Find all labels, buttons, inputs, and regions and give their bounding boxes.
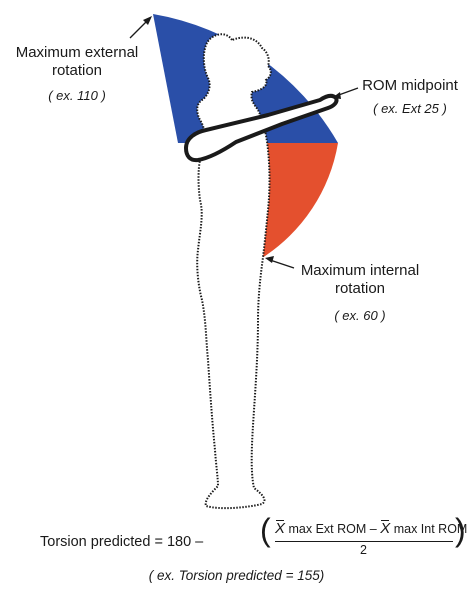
numerator-part1: max Ext ROM – [289, 522, 377, 536]
formula-denominator: 2 [360, 543, 367, 557]
max-internal-example: ( ex. 60 ) [290, 308, 430, 324]
arrow-external [130, 16, 152, 38]
formula-open-paren: ( [260, 512, 271, 549]
max-external-example: ( ex. 110 ) [2, 88, 152, 104]
formula-example: ( ex. Torsion predicted = 155) [0, 568, 473, 584]
fraction-bar [275, 541, 453, 542]
x-bar-symbol-2: X [380, 520, 390, 537]
max-internal-line2: rotation [290, 280, 430, 298]
formula-close-paren: ) [455, 512, 466, 549]
x-bar-symbol-1: X [275, 520, 285, 537]
torsion-formula: Torsion predicted = 180 – ( X max Ext RO… [0, 520, 473, 560]
formula-numerator: X max Ext ROM – X max Int ROM [275, 520, 467, 537]
max-internal-line1: Maximum internal [290, 262, 430, 280]
max-external-line2: rotation [2, 62, 152, 80]
rom-midpoint-label: ROM midpoint ( ex. Ext 25 ) [350, 77, 470, 117]
formula-lhs: Torsion predicted = 180 – [40, 534, 203, 550]
rom-midpoint-title: ROM midpoint [350, 77, 470, 95]
max-external-label: Maximum external rotation ( ex. 110 ) [2, 44, 152, 104]
max-external-line1: Maximum external [2, 44, 152, 62]
max-internal-label: Maximum internal rotation ( ex. 60 ) [290, 262, 430, 324]
rom-midpoint-example: ( ex. Ext 25 ) [350, 101, 470, 117]
